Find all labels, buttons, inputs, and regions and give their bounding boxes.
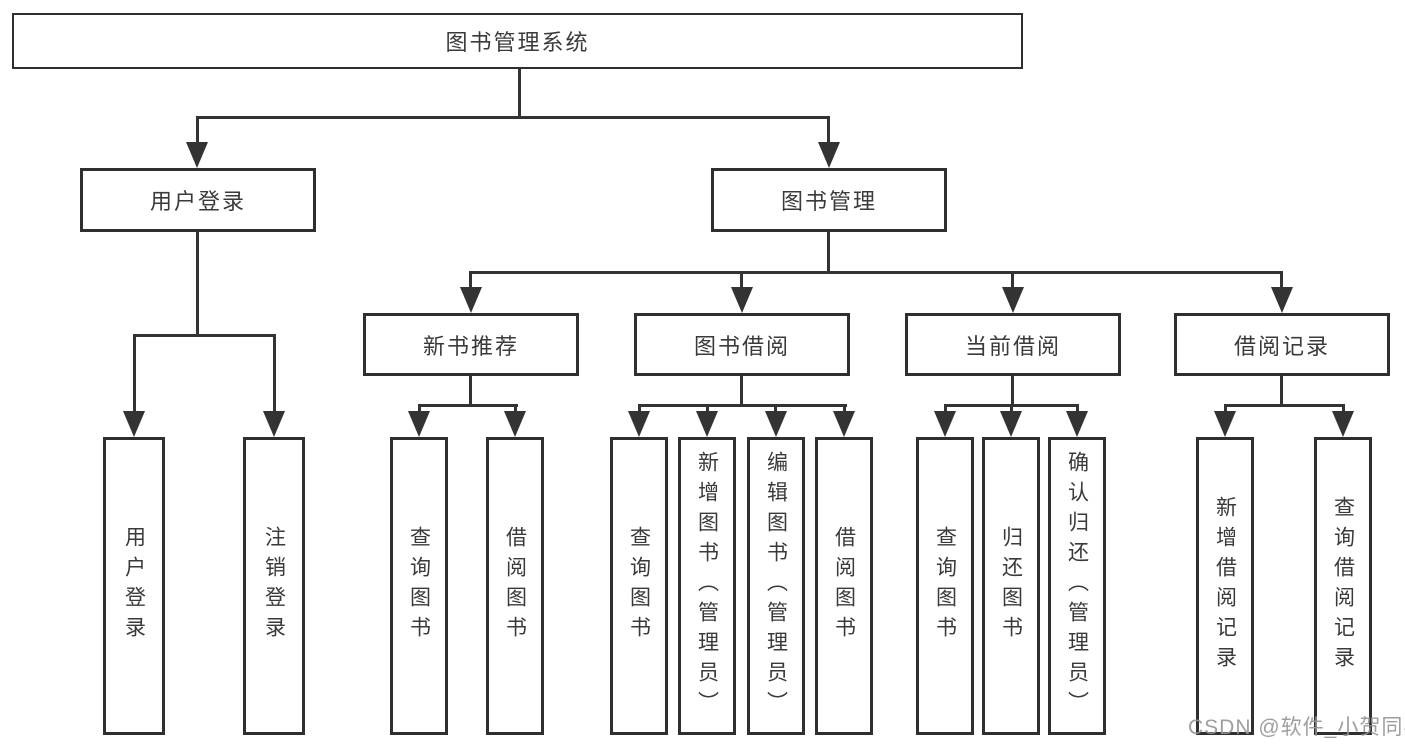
- connector-bookborrow-rail: [638, 404, 847, 407]
- connector-drop-bb-borrow: [843, 404, 846, 416]
- leaf-current-confirm-return-admin: 确认归还（管理员）: [1048, 437, 1106, 735]
- arrow-down-cb-confirm: [1066, 411, 1088, 437]
- connector-drop-newbook: [469, 271, 472, 291]
- node-label: 图书管理: [780, 189, 877, 214]
- connector-currentborrow-stem: [1011, 376, 1014, 406]
- node-label: 注销登录: [262, 526, 286, 646]
- connector-drop-nb-borrow: [514, 404, 517, 416]
- node-new-book-recommendation: 新书推荐: [363, 313, 579, 376]
- connector-root-rail: [196, 116, 830, 119]
- node-label: 归还图书: [999, 526, 1023, 646]
- leaf-borrowing-query-book: 查询图书: [610, 437, 668, 735]
- arrow-down-borrowrecord: [1271, 287, 1293, 313]
- node-book-borrowing: 图书借阅: [634, 313, 850, 376]
- leaf-records-add-record: 新增借阅记录: [1196, 437, 1254, 735]
- arrow-down-br-add: [1214, 411, 1236, 437]
- arrow-down-cb-return: [1000, 411, 1022, 437]
- node-label: 图书管理系统: [445, 30, 590, 55]
- connector-root-stem: [518, 69, 521, 118]
- connector-newbook-stem: [469, 376, 472, 406]
- node-current-borrowing: 当前借阅: [905, 313, 1121, 376]
- leaf-current-return-book: 归还图书: [982, 437, 1040, 735]
- node-label: 新书推荐: [422, 333, 519, 359]
- connector-drop-bb-query: [638, 404, 641, 416]
- connector-bookmgmt-rail: [469, 271, 1283, 274]
- arrow-down-br-query: [1332, 411, 1354, 437]
- leaf-borrowing-borrow-book: 借阅图书: [815, 437, 873, 735]
- arrow-down-leaf-userlogin: [123, 411, 145, 437]
- connector-drop-br-add: [1224, 404, 1227, 416]
- connector-drop-bb-add: [706, 404, 709, 416]
- arrow-down-currentborrow: [1002, 287, 1024, 313]
- connector-drop-borrowrecord: [1280, 271, 1283, 291]
- node-label: 借阅图书: [503, 526, 527, 646]
- connector-drop-nb-query: [418, 404, 421, 416]
- node-borrowing-records: 借阅记录: [1174, 313, 1390, 376]
- node-label: 用户登录: [149, 189, 246, 214]
- connector-borrowrecord-rail: [1224, 404, 1345, 407]
- connector-drop-leaf-userlogin: [133, 334, 136, 415]
- connector-userlogin-stem: [196, 232, 199, 337]
- arrow-down-leaf-logout: [263, 411, 285, 437]
- leaf-records-query-record: 查询借阅记录: [1314, 437, 1372, 735]
- arrow-down-bookborrow: [731, 287, 753, 313]
- node-label: 新增借阅记录: [1213, 496, 1237, 676]
- node-label: 用户登录: [122, 526, 146, 646]
- node-label: 确认归还（管理员）: [1065, 451, 1089, 721]
- arrow-down-bb-query: [628, 411, 650, 437]
- arrow-down-bb-borrow: [833, 411, 855, 437]
- node-user-login: 用户登录: [80, 168, 316, 232]
- connector-drop-cb-confirm: [1076, 404, 1079, 416]
- node-label: 查询图书: [627, 526, 651, 646]
- node-book-management: 图书管理: [711, 168, 947, 232]
- leaf-newbook-query-book: 查询图书: [390, 437, 448, 735]
- node-label: 借阅图书: [832, 526, 856, 646]
- node-label: 新增图书（管理员）: [695, 451, 719, 721]
- node-label: 借阅记录: [1233, 333, 1330, 359]
- node-label: 当前借阅: [964, 333, 1061, 359]
- node-label: 编辑图书（管理员）: [764, 451, 788, 721]
- arrow-down-nb-borrow: [504, 411, 526, 437]
- connector-drop-cb-return: [1010, 404, 1013, 416]
- node-label: 图书借阅: [693, 333, 790, 359]
- node-label: 查询图书: [933, 526, 957, 646]
- connector-bookmgmt-stem: [827, 232, 830, 274]
- connector-drop-user-login: [196, 116, 199, 148]
- leaf-current-query-book: 查询图书: [916, 437, 974, 735]
- leaf-borrowing-add-book-admin: 新增图书（管理员）: [678, 437, 736, 735]
- arrow-down-bb-add: [696, 411, 718, 437]
- connector-drop-book-mgmt: [827, 116, 830, 148]
- node-label: 查询图书: [407, 526, 431, 646]
- connector-borrowrecord-stem: [1280, 376, 1283, 406]
- arrow-down-bb-edit: [765, 411, 787, 437]
- connector-drop-cb-query: [944, 404, 947, 416]
- connector-drop-bb-edit: [774, 404, 777, 416]
- arrow-down-user-login: [186, 142, 208, 168]
- leaf-newbook-borrow-book: 借阅图书: [486, 437, 544, 735]
- arrow-down-nb-query: [408, 411, 430, 437]
- arrow-down-newbook: [460, 287, 482, 313]
- leaf-borrowing-edit-book-admin: 编辑图书（管理员）: [747, 437, 805, 735]
- connector-userlogin-rail: [133, 334, 276, 337]
- connector-drop-currentborrow: [1011, 271, 1014, 291]
- node-root-library-management-system: 图书管理系统: [12, 13, 1023, 69]
- connector-drop-bookborrow: [740, 271, 743, 291]
- connector-bookborrow-stem: [740, 376, 743, 406]
- connector-drop-leaf-logout: [273, 334, 276, 415]
- arrow-down-book-mgmt: [818, 142, 840, 168]
- arrow-down-cb-query: [934, 411, 956, 437]
- node-label: 查询借阅记录: [1331, 496, 1355, 676]
- csdn-watermark: CSDN @软件_小贺同学: [1188, 716, 1405, 739]
- leaf-logout: 注销登录: [243, 437, 305, 735]
- leaf-user-login: 用户登录: [103, 437, 165, 735]
- connector-newbook-rail: [418, 404, 518, 407]
- connector-drop-br-query: [1342, 404, 1345, 416]
